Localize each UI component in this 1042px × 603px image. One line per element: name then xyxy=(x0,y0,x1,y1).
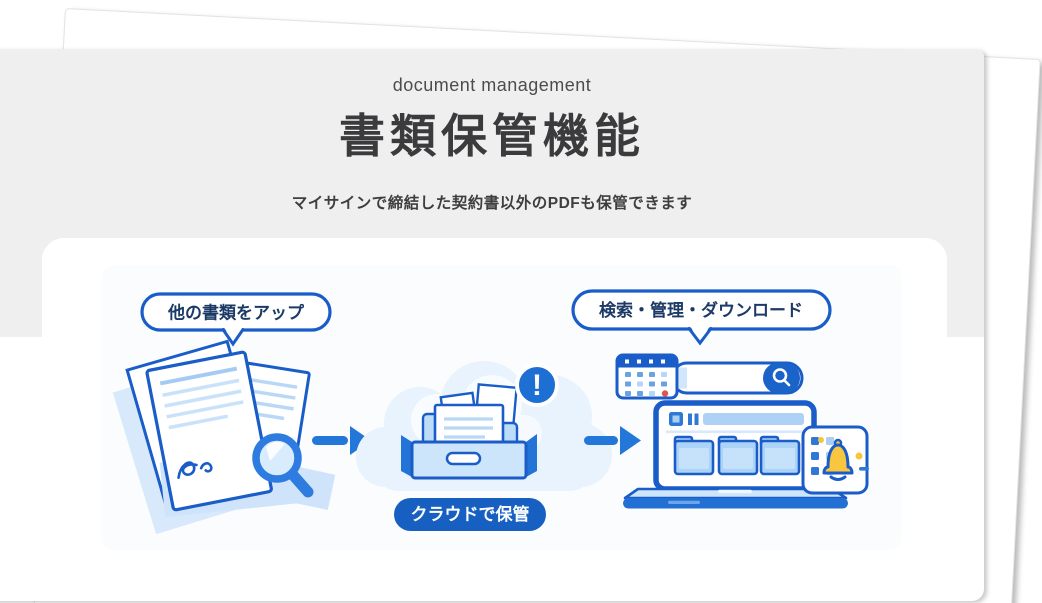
upload-step: 他の書類をアップ xyxy=(112,292,336,535)
manage-step: 検索・管理・ダウンロード xyxy=(571,289,869,509)
manage-bubble: 検索・管理・ダウンロード xyxy=(571,289,832,346)
cloud-storage-step: ! クラウドで保管 xyxy=(356,361,612,531)
sparkle-dot xyxy=(818,437,824,443)
signature-squiggle xyxy=(177,461,213,479)
folder-icon xyxy=(717,435,759,476)
flow-illustration: 他の書類をアップ xyxy=(112,289,869,535)
notification-bell-icon xyxy=(818,437,869,481)
magnifier-icon xyxy=(252,433,314,498)
documents-icon xyxy=(112,339,336,535)
page-title: 書類保管機能 xyxy=(339,110,645,162)
alert-mark: ! xyxy=(532,369,542,402)
feature-card: document management 書類保管機能 マイサインで締結した契約書… xyxy=(0,49,984,601)
laptop-icon xyxy=(623,400,848,509)
upload-bubble-label: 他の書類をアップ xyxy=(167,303,305,323)
folder-icon xyxy=(673,435,715,476)
eyebrow-label: document management xyxy=(392,75,592,95)
bubble-tail xyxy=(224,327,243,343)
cloud-caption-label: クラウドで保管 xyxy=(411,504,530,524)
sparkle-dot xyxy=(855,452,863,460)
document-main xyxy=(145,350,273,512)
illustration-panel: 他の書類をアップ xyxy=(42,238,947,558)
arrow-right-icon xyxy=(584,426,641,455)
search-bar-icon xyxy=(670,361,804,395)
alert-badge-icon: ! xyxy=(515,363,559,407)
manage-bubble-label: 検索・管理・ダウンロード xyxy=(599,300,803,320)
folder-icon xyxy=(759,435,801,476)
arrow-right-icon xyxy=(312,426,371,455)
upload-bubble: 他の書類をアップ xyxy=(140,292,332,347)
sparkle-dash xyxy=(859,467,869,471)
illustration-canvas: 他の書類をアップ xyxy=(102,265,902,550)
search-button xyxy=(763,362,800,394)
header: document management 書類保管機能 マイサインで締結した契約書… xyxy=(0,49,984,213)
magnifier-glyph-icon xyxy=(772,368,791,387)
bubble-tail xyxy=(690,326,710,342)
calendar-today-dot xyxy=(661,390,669,397)
storage-box-icon xyxy=(401,383,537,480)
cloud-caption-pill: クラウドで保管 xyxy=(394,498,546,531)
page-subtitle: マイサインで締結した契約書以外のPDFも保管できます xyxy=(291,195,693,212)
calendar-icon xyxy=(615,353,679,400)
